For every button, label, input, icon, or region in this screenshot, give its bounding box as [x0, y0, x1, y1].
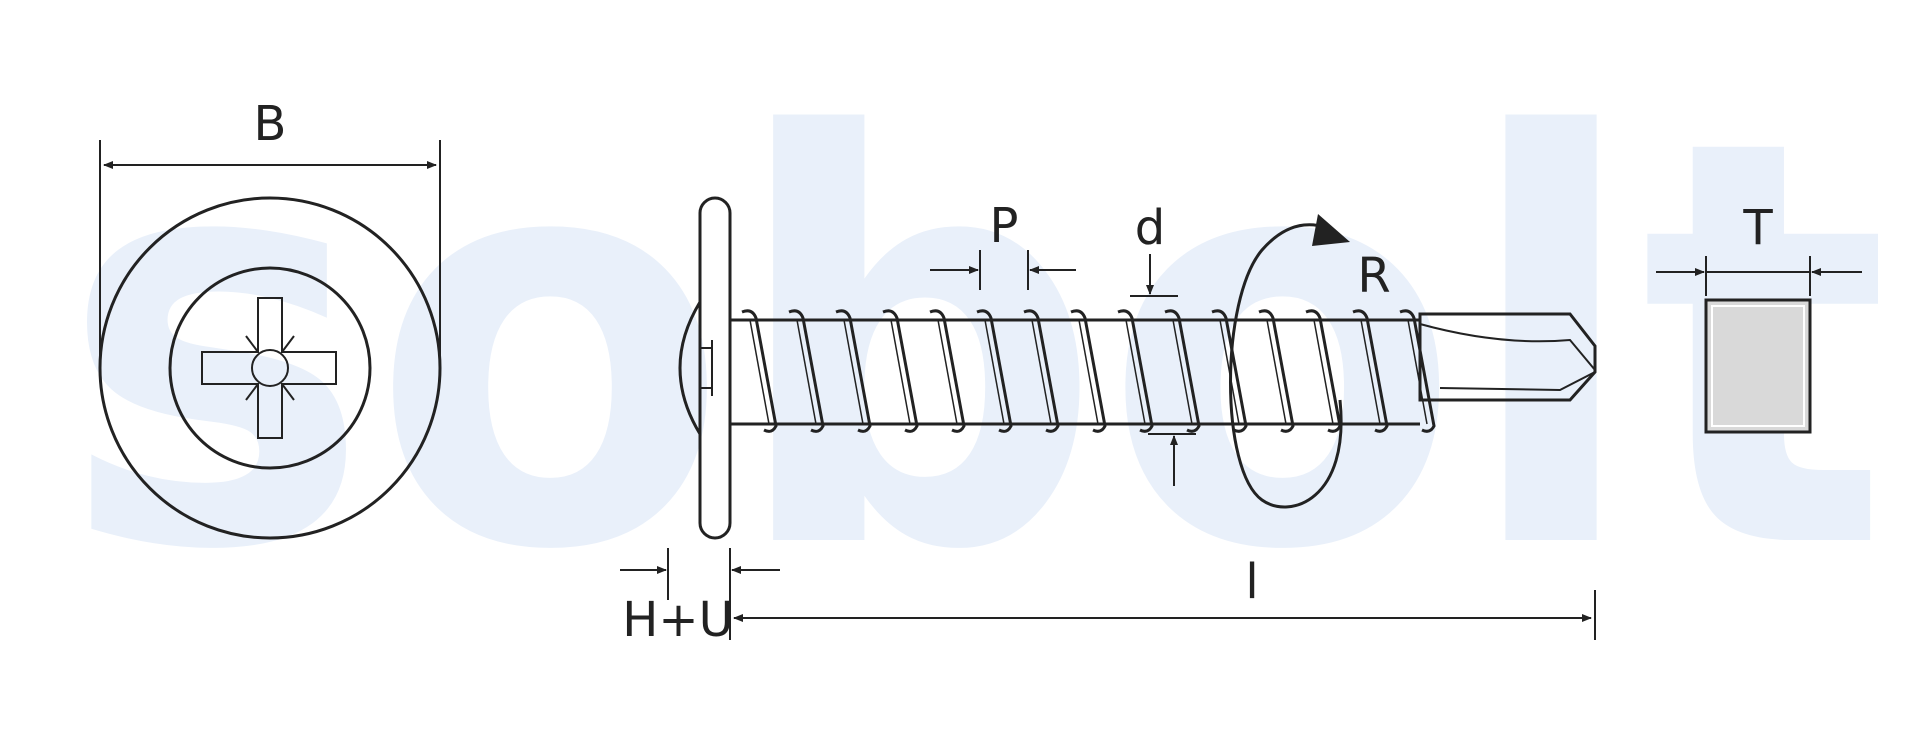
thread-crest: [1070, 309, 1107, 433]
thread-root: [1360, 319, 1381, 425]
thread-crest: [741, 309, 778, 433]
thread-root: [1078, 319, 1099, 425]
thread-root: [1125, 319, 1146, 425]
head-dome-outline: [168, 266, 372, 470]
label-hu: H+U: [622, 592, 733, 648]
thread-crest: [1164, 309, 1201, 433]
thread-root: [1031, 319, 1052, 425]
screw-side-view: P d R H+U l: [620, 196, 1597, 648]
thread-helix: [741, 309, 1436, 433]
thread-crest: [835, 309, 872, 433]
thread-crest: [1305, 309, 1342, 433]
thread-root: [749, 319, 770, 425]
thread-crest: [976, 309, 1013, 433]
label-r: R: [1357, 248, 1390, 304]
thread-crest: [1211, 309, 1248, 433]
watermark: sobolt: [60, 21, 1890, 673]
thread-crest: [882, 309, 919, 433]
thread-crest: [1117, 309, 1154, 433]
thread-crest: [1352, 309, 1389, 433]
thread-root: [890, 319, 911, 425]
label-d: d: [1135, 200, 1165, 256]
thread-crest: [1258, 309, 1295, 433]
label-t: T: [1742, 200, 1773, 256]
drive-bit-view: T: [1656, 200, 1862, 434]
label-b: B: [254, 96, 287, 152]
washer-head-side: [698, 196, 732, 540]
thread-root: [1172, 319, 1193, 425]
thread-crest: [929, 309, 966, 433]
thread-crest: [1399, 309, 1436, 433]
rotation-arrow: [1229, 223, 1343, 509]
head-dome-side: [678, 301, 702, 435]
drill-point-flute: [1419, 314, 1596, 400]
thread-root: [937, 319, 958, 425]
head-top-view: B: [98, 96, 442, 540]
label-p: P: [990, 198, 1019, 254]
thread-root: [843, 319, 864, 425]
rotation-arrowhead: [1312, 214, 1350, 246]
thread-root: [796, 319, 817, 425]
phillips-recess: [201, 297, 337, 439]
drive-bit-square: [1704, 298, 1812, 434]
thread-root: [984, 319, 1005, 425]
thread-root: [1266, 319, 1287, 425]
thread-crest: [788, 309, 825, 433]
thread-root: [1313, 319, 1334, 425]
thread-crest: [1023, 309, 1060, 433]
thread-root: [1407, 319, 1428, 425]
label-l: l: [1245, 554, 1258, 610]
